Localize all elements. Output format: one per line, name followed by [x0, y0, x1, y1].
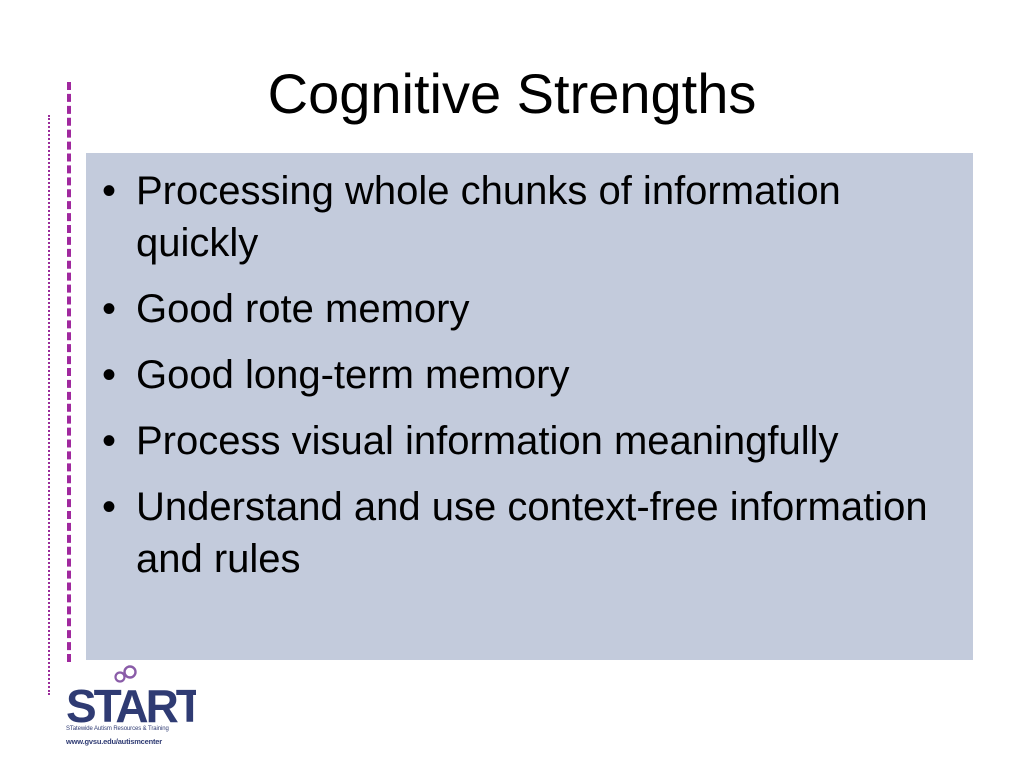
bullet-item: • Processing whole chunks of information… — [100, 165, 943, 269]
content-box: • Processing whole chunks of information… — [86, 153, 973, 660]
bullet-text: Understand and use context-free informat… — [136, 485, 928, 581]
bullet-list: • Processing whole chunks of information… — [100, 165, 943, 585]
bullet-marker: • — [102, 485, 117, 529]
bullet-item: • Understand and use context-free inform… — [100, 481, 943, 585]
start-logo-mark: START — [66, 665, 196, 726]
bullet-item: • Good rote memory — [100, 283, 943, 335]
slide-title: Cognitive Strengths — [267, 62, 757, 125]
bullet-marker: • — [102, 353, 117, 397]
bullet-marker: • — [102, 419, 117, 463]
logo-letters: START — [66, 680, 196, 726]
bullet-text: Good long-term memory — [136, 353, 570, 397]
decorative-dashed-line — [67, 82, 71, 662]
decorative-dotted-line — [48, 115, 50, 695]
bullet-marker: • — [102, 287, 117, 331]
figure-head-icon — [123, 665, 137, 679]
bullet-marker: • — [102, 169, 117, 213]
bullet-item: • Good long-term memory — [100, 349, 943, 401]
bullet-text: Processing whole chunks of information q… — [136, 169, 841, 265]
bullet-text: Process visual information meaningfully — [136, 419, 839, 463]
start-logo: START STatewide Autism Resources & Train… — [66, 664, 196, 754]
logo-subtitle: STatewide Autism Resources & Training — [66, 726, 169, 732]
figure-head-icon — [114, 671, 126, 683]
bullet-text: Good rote memory — [136, 287, 470, 331]
bullet-item: • Process visual information meaningfull… — [100, 415, 943, 467]
logo-url: www.gvsu.edu/autismcenter — [66, 737, 162, 746]
